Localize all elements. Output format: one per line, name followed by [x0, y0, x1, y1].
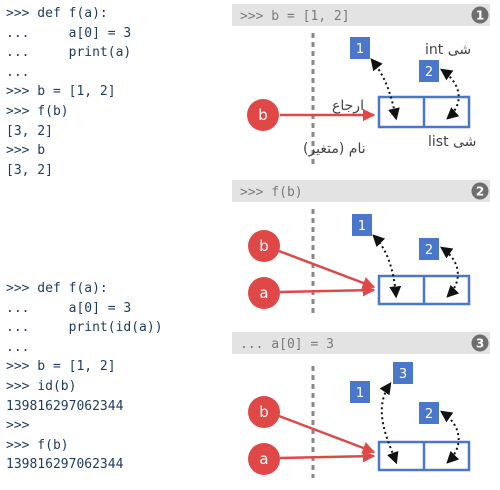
panel-3: ... a[0] = 3 3 1 3 2 b a	[232, 332, 490, 478]
variable-circle	[248, 396, 280, 428]
variable-circle	[247, 99, 279, 131]
step-number: 1	[476, 9, 484, 23]
panel-header: ... a[0] = 3	[240, 337, 334, 352]
variable-name: b	[259, 237, 269, 255]
int-object	[419, 60, 439, 82]
variable-name: b	[258, 106, 268, 124]
panel-header-bar	[232, 4, 490, 26]
code-line: ... print(a)	[6, 45, 132, 61]
variable-name: b	[259, 403, 269, 421]
label-int-object: شی int	[425, 42, 471, 58]
element-reference	[440, 246, 460, 298]
step-badge	[471, 334, 489, 352]
code-line: ... print(id(a))	[6, 320, 163, 336]
step-badge	[471, 6, 489, 24]
element-reference	[440, 410, 460, 464]
code-line: ...	[6, 339, 30, 355]
int-value: 1	[356, 386, 364, 401]
code-line: ...	[6, 64, 30, 80]
panel-header-bar	[232, 332, 490, 354]
code-block-2: >>> def f(a): ... a[0] = 3 ... print(id(a)…	[6, 279, 163, 475]
int-value: 1	[358, 219, 366, 234]
code-line: ... a[0] = 3	[6, 25, 132, 41]
code-line: >>> id(b)	[6, 378, 77, 394]
element-reference	[370, 58, 400, 121]
reference-arrow	[279, 449, 376, 463]
code-line: 139816297062344	[6, 398, 124, 414]
code-line: >>> f(b)	[6, 103, 69, 119]
int-object	[350, 37, 370, 59]
reference-arrow	[278, 249, 376, 289]
step-number: 3	[476, 337, 484, 351]
int-object	[352, 214, 372, 236]
code-line: >>> def f(a):	[6, 6, 108, 21]
int-object	[419, 238, 439, 260]
int-value: 2	[425, 407, 433, 422]
code-line: >>>	[6, 418, 30, 434]
variable-circle	[248, 277, 280, 309]
label-variable-name: نام (متغیر)	[303, 141, 366, 157]
int-object	[393, 362, 413, 384]
variable-name: a	[259, 284, 268, 302]
code-line: ... a[0] = 3	[6, 300, 132, 316]
element-reference	[372, 234, 402, 299]
code-line: 139816297062344	[6, 457, 124, 473]
int-value: 3	[399, 367, 407, 382]
code-line: [3, 2]	[6, 162, 53, 178]
panel-header: >>> b = [1, 2]	[240, 9, 350, 24]
int-object	[419, 402, 439, 424]
panel-header-bar	[232, 180, 490, 202]
element-reference	[440, 68, 460, 120]
code-line: >>> b = [1, 2]	[6, 359, 116, 375]
step-badge	[471, 182, 489, 200]
code-line: >>> b	[6, 143, 46, 159]
label-list-object: شی list	[428, 134, 476, 150]
reference-arrow	[279, 283, 376, 297]
int-value: 1	[356, 42, 364, 57]
label-reference: ارجاع	[332, 98, 364, 114]
variable-name: a	[259, 450, 268, 468]
code-line: >>> b = [1, 2]	[6, 84, 116, 100]
variable-circle	[248, 230, 280, 262]
code-line: >>> f(b)	[6, 437, 69, 453]
code-line: >>> def f(a):	[6, 281, 108, 296]
code-block-1: >>> def f(a): ... a[0] = 3 ... print(a)...…	[6, 4, 131, 180]
code-line: [3, 2]	[6, 123, 53, 139]
int-value: 2	[425, 243, 433, 258]
int-object	[350, 381, 370, 403]
panel-2: >>> f(b) 2 1 2 b a	[232, 180, 490, 315]
int-value: 2	[425, 65, 433, 80]
reference-arrow	[278, 414, 376, 454]
step-number: 2	[476, 185, 484, 199]
panel-header: >>> f(b)	[240, 185, 303, 200]
panel-1: >>> b = [1, 2] 1 1 2 b شی int ارجاع شی l…	[232, 4, 490, 165]
variable-circle	[248, 443, 280, 475]
